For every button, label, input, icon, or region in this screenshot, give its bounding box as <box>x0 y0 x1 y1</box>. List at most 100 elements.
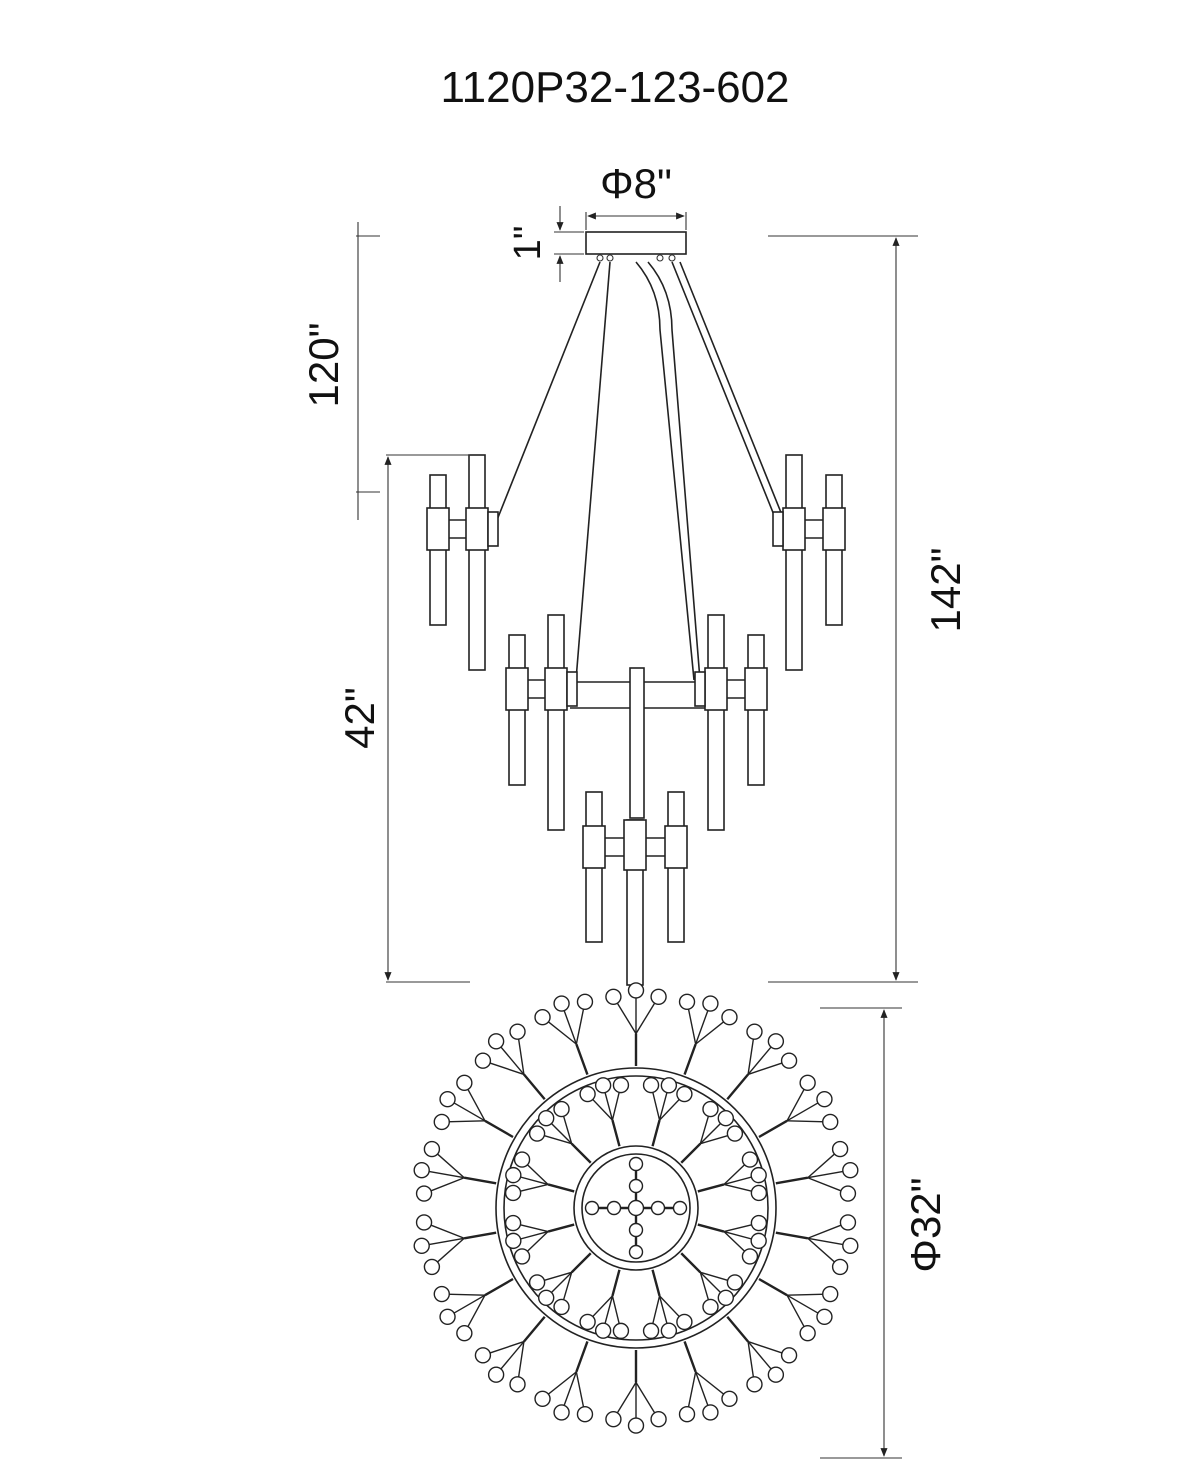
crystal-bulb <box>456 1324 473 1342</box>
crystal-arm <box>570 1142 592 1164</box>
crystal-bulb <box>439 1308 456 1326</box>
crystal-bulb <box>726 1125 744 1142</box>
crystal-bulb <box>780 1052 798 1069</box>
crystal-bulb <box>579 1085 596 1103</box>
crystal-bulb <box>839 1214 857 1231</box>
crystal-bulb <box>842 1162 859 1179</box>
crystal-bulb <box>487 1033 505 1050</box>
crystal-bulb <box>678 993 696 1010</box>
crystal-bulb <box>628 1178 644 1194</box>
crystal-arm <box>484 1277 514 1297</box>
crystal-bulb <box>650 988 667 1005</box>
crystal-arm <box>680 1142 702 1164</box>
crystal-bulb <box>780 1347 798 1364</box>
crystal-bulb <box>717 1289 735 1307</box>
crystal-arm <box>758 1277 788 1297</box>
crystal-arm <box>547 1223 575 1233</box>
crystal-bulb <box>726 1274 744 1291</box>
crystal-bulb <box>594 1077 612 1094</box>
crystal-bulb <box>605 1411 622 1428</box>
crystal-bulb <box>456 1074 473 1092</box>
crystal-bulb <box>534 1009 551 1026</box>
canopy-diameter-dimension: Φ8" <box>585 160 687 230</box>
crystal-bulb <box>721 1009 738 1026</box>
crystal-bulb <box>413 1162 430 1179</box>
upper-right-cluster <box>772 454 846 671</box>
crystal-bulb <box>528 1274 546 1291</box>
crystal-bulb <box>504 1184 522 1202</box>
canopy <box>585 231 687 255</box>
crystal-bulb <box>415 1185 433 1202</box>
crystal-arm <box>775 1176 808 1185</box>
inner-ring-inner-edge <box>581 1153 691 1263</box>
crystal-bulb <box>702 995 719 1012</box>
crystal-bulb <box>628 1156 644 1172</box>
crystal-bulb <box>628 1222 644 1238</box>
fixture-height-dimension: 42" <box>336 454 470 983</box>
crystal-bulb <box>816 1090 833 1108</box>
crystal-bulb <box>741 1151 759 1168</box>
crystal-bulb <box>537 1109 555 1127</box>
canopy-diameter-label: Φ8" <box>600 160 672 207</box>
outer-ring <box>495 1067 777 1349</box>
crystal-arm <box>464 1231 497 1240</box>
overall-height-dimension: 142" <box>768 235 969 983</box>
crystal-bulb <box>627 1417 645 1434</box>
crystal-bulb <box>537 1289 555 1307</box>
crystal-arm <box>484 1119 514 1139</box>
side-elevation: Φ8" 1" 120" 42" 142" <box>300 160 969 986</box>
crystal-bulb <box>831 1140 849 1158</box>
crystal-bulb <box>505 1232 522 1250</box>
chain-length-label: 120" <box>300 323 347 408</box>
upper-left-cluster <box>426 454 499 671</box>
crystal-bulb <box>660 1322 678 1339</box>
crystal-bulb <box>678 1406 696 1423</box>
crystal-arm <box>611 1119 621 1147</box>
crystal-bulb <box>433 1285 450 1303</box>
chain-length-dimension: 120" <box>300 222 380 520</box>
crystal-bulb <box>676 1313 693 1331</box>
crystal-bulb <box>767 1366 785 1383</box>
crystal-bulb <box>509 1376 526 1393</box>
crystal-bulb <box>513 1151 531 1168</box>
model-number: 1120P32-123-602 <box>440 63 789 112</box>
crystal-bulb <box>505 1166 522 1184</box>
crystal-bulb <box>741 1248 759 1265</box>
crystal-bulb <box>415 1214 433 1231</box>
crystal-bulb <box>628 1244 644 1260</box>
crystal-bulb <box>474 1347 492 1364</box>
fixture-diameter-dimension: Φ32" <box>820 1007 949 1459</box>
crystal-bulb <box>746 1023 763 1040</box>
crystal-bulb <box>576 1406 594 1423</box>
crystal-bulb <box>702 1298 719 1316</box>
outer-ring-inner-edge <box>503 1075 769 1341</box>
crystal-arm <box>611 1269 621 1297</box>
crystal-arm <box>575 1341 589 1373</box>
crystal-bulb <box>831 1258 849 1276</box>
crystal-bulb <box>702 1404 719 1421</box>
crystal-bulb <box>642 1322 660 1340</box>
crystal-bulb <box>423 1258 441 1276</box>
crystal-bulb <box>650 1200 666 1216</box>
crystal-arm <box>697 1223 725 1233</box>
crystal-bulb <box>799 1324 816 1342</box>
crystal-arm <box>575 1043 589 1075</box>
crystal-bulb <box>746 1376 763 1393</box>
crystal-bulb <box>672 1200 688 1216</box>
inner-ring <box>573 1145 699 1271</box>
crystal-bulb <box>612 1322 630 1340</box>
crystal-arm <box>683 1341 697 1373</box>
fixture-height-label: 42" <box>336 687 383 749</box>
crystal-arm <box>680 1252 702 1274</box>
crystal-bulb <box>799 1074 816 1092</box>
canopy-height-label: 1" <box>507 226 549 261</box>
crystal-bulb <box>822 1113 839 1131</box>
crystal-bulb <box>750 1232 767 1250</box>
crystal-bulb <box>584 1200 600 1216</box>
crystal-bulb <box>553 1298 570 1316</box>
crystal-bulb <box>702 1100 719 1118</box>
crystal-bulb <box>605 988 622 1005</box>
crystal-bulb <box>413 1237 430 1254</box>
crystal-bulb <box>579 1313 596 1331</box>
crystal-bulb <box>717 1109 735 1127</box>
